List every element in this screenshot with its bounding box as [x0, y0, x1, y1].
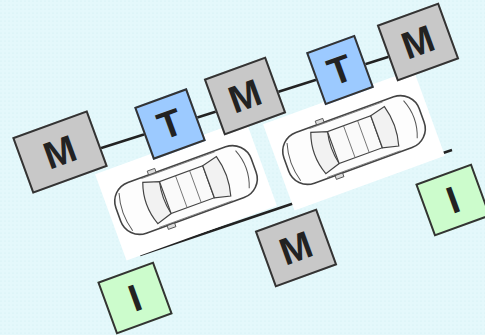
sign-letter: M: [397, 19, 440, 66]
sign-letter: I: [124, 278, 147, 317]
sign-letter: M: [224, 73, 267, 120]
sign-letter: M: [39, 129, 82, 176]
sign-letter: M: [275, 225, 318, 272]
sign-letter: T: [323, 48, 358, 92]
sign-letter: I: [442, 180, 465, 219]
sign-letter: T: [153, 102, 188, 146]
